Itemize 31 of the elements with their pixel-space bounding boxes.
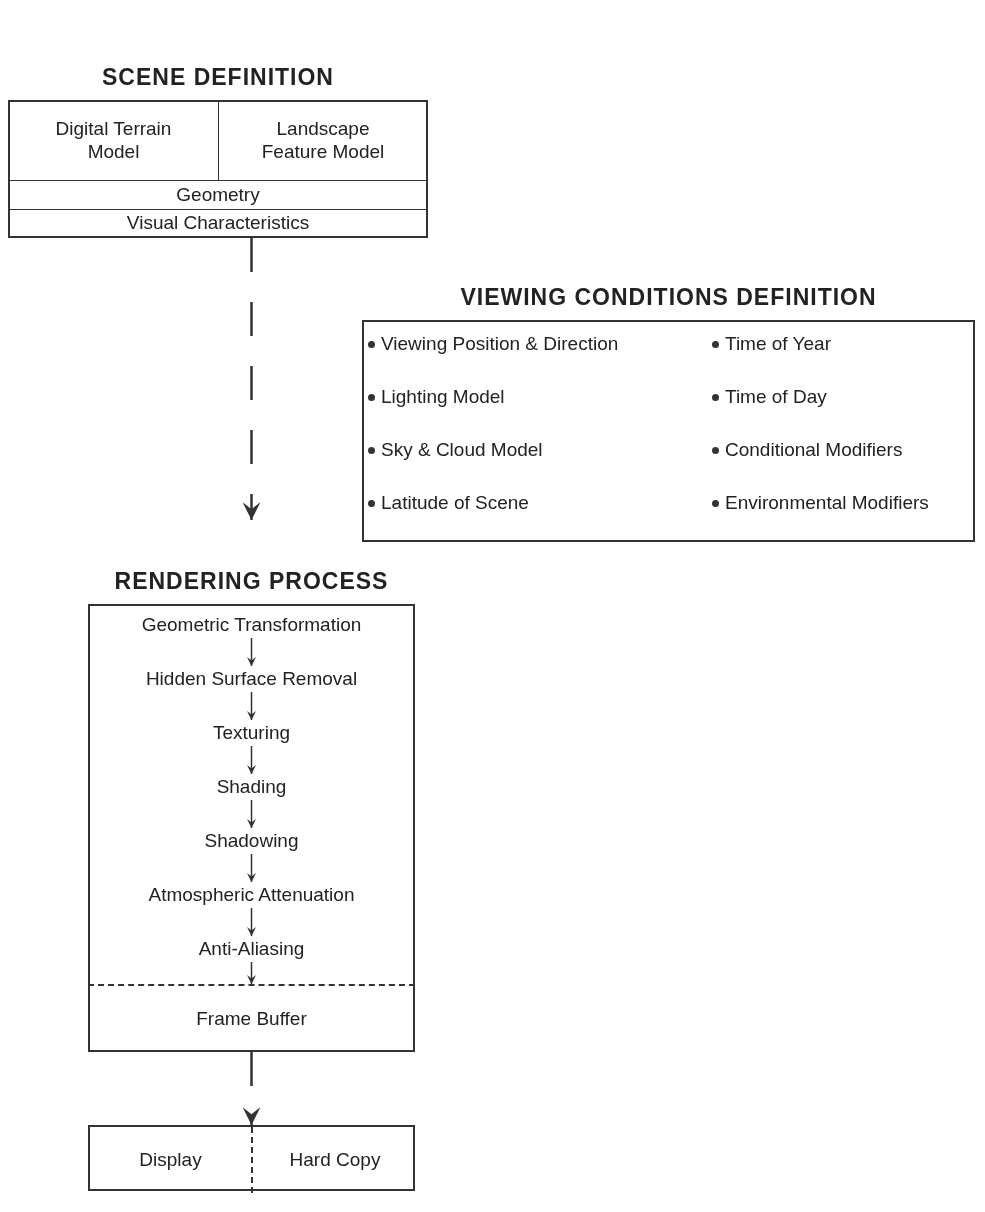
list-item: Sky & Cloud Model — [381, 439, 543, 461]
arrow — [247, 799, 256, 829]
process-step: Texturing — [88, 720, 415, 746]
dashed-arrow — [242, 1052, 261, 1125]
list-item: Time of Year — [725, 333, 831, 355]
process-step: Shading — [88, 774, 415, 800]
arrow — [247, 691, 256, 721]
process-step: Atmospheric Attenuation — [88, 882, 415, 908]
output-option: Hard Copy — [251, 1127, 417, 1193]
process-step: Hidden Surface Removal — [88, 666, 415, 692]
dashed-arrow — [242, 238, 261, 520]
section-heading: VIEWING CONDITIONS DEFINITION — [459, 284, 878, 311]
list-item: Viewing Position & Direction — [381, 333, 619, 355]
list-item: Latitude of Scene — [381, 492, 529, 514]
arrow — [247, 637, 256, 667]
arrow — [247, 961, 256, 985]
process-step: Anti-Aliasing — [88, 936, 415, 962]
section-heading: SCENE DEFINITION — [101, 64, 335, 91]
section-heading: RENDERING PROCESS — [113, 568, 390, 595]
list-item: Lighting Model — [381, 386, 505, 408]
process-step: Geometric Transformation — [88, 612, 415, 638]
output-panel — [88, 1125, 415, 1191]
arrow — [247, 853, 256, 883]
buffer-section: Frame Buffer — [88, 984, 415, 1052]
list-item: Time of Day — [725, 386, 827, 408]
list-item: Environmental Modifiers — [725, 492, 929, 514]
arrow — [247, 745, 256, 775]
arrow — [247, 907, 256, 937]
process-step: Shadowing — [88, 828, 415, 854]
output-option: Display — [90, 1127, 251, 1193]
list-item: Conditional Modifiers — [725, 439, 903, 461]
